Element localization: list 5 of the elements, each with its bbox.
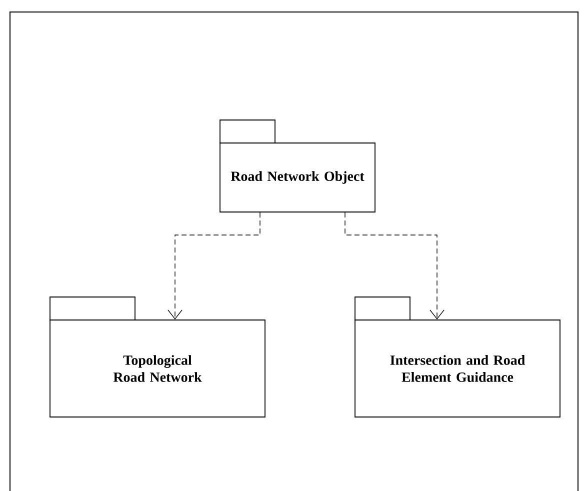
- dependency-arrow: [344, 212, 444, 320]
- package-box: Topological Road Network: [50, 296, 266, 418]
- package-box: Intersection and Road Element Guidance: [354, 296, 560, 418]
- package-box: Road Network Object: [220, 120, 376, 212]
- dependency-arrow: [168, 212, 260, 320]
